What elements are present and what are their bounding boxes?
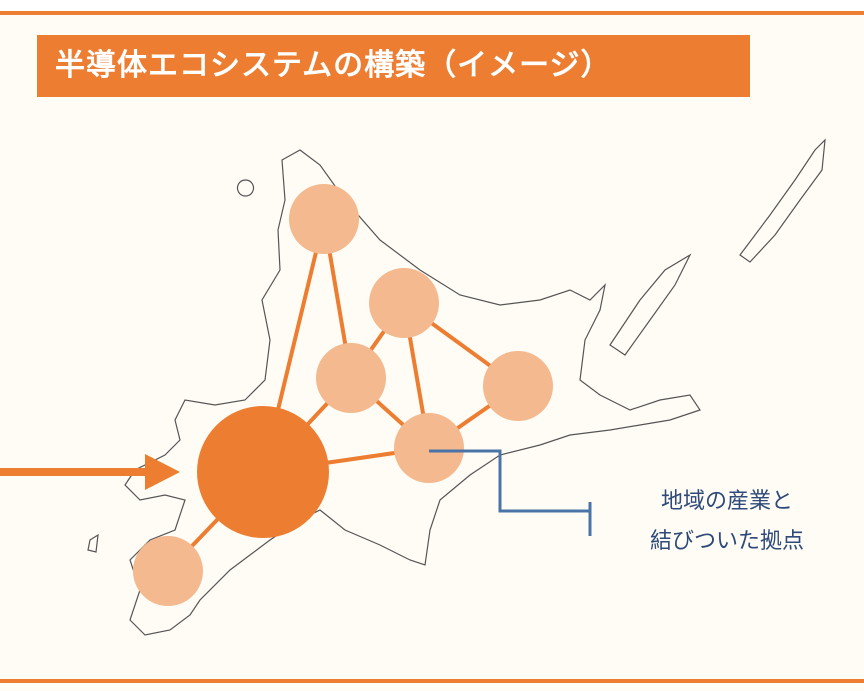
main-hub-node xyxy=(197,406,329,538)
bottom-rule xyxy=(0,679,864,683)
etorofu-island xyxy=(739,138,826,263)
okushiri-island xyxy=(87,533,99,553)
hub-node-north xyxy=(289,184,359,254)
callout-line1: 地域の産業と xyxy=(660,489,793,514)
hub-node-south xyxy=(133,536,203,606)
page-title: 半導体エコシステムの構築（イメージ） xyxy=(37,35,750,97)
kunashiri-island xyxy=(609,253,692,356)
hokkaido-map-outline xyxy=(124,149,701,636)
callout-line xyxy=(429,449,590,513)
callout-line2: 結びついた拠点 xyxy=(649,529,804,554)
rishiri-island xyxy=(236,179,255,197)
top-rule xyxy=(0,11,864,15)
hub-node-tokachi xyxy=(394,413,464,483)
hub-node-east xyxy=(483,351,553,421)
arrow-icon xyxy=(0,454,180,490)
top-band xyxy=(0,0,864,11)
hub-node-central xyxy=(316,343,386,413)
callout-label: 地域の産業と 結びついた拠点 xyxy=(612,482,842,562)
hub-node-okhotsk xyxy=(369,268,439,338)
